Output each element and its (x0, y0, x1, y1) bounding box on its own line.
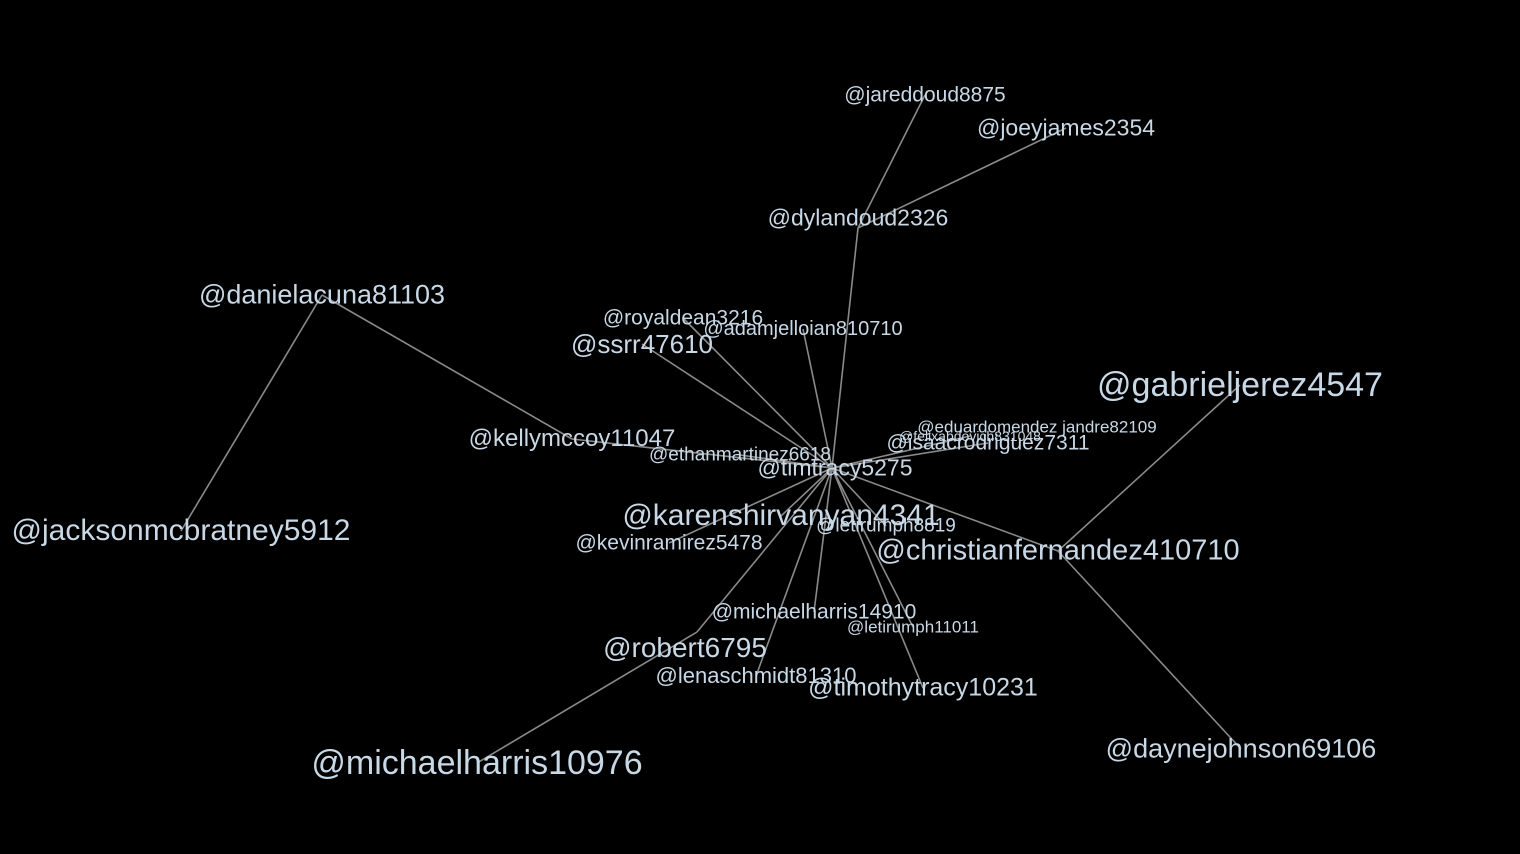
node-dylandoud2326[interactable]: @dylandoud2326 (767, 204, 949, 231)
node-jacksonmcbratney5912[interactable]: @jacksonmcbratney5912 (11, 514, 351, 547)
edge-robert6795-timtracy5275 (696, 467, 833, 633)
edge-lenaschmidt81310-timtracy5275 (755, 467, 833, 677)
edge-felixpartial-timtracy5275 (831, 435, 971, 469)
node-daynejohnson69106[interactable]: @daynejohnson69106 (1105, 733, 1377, 764)
edge-danielacuna81103-kellymccoy11047 (321, 294, 573, 440)
node-michaelharris10976[interactable]: @michaelharris10976 (311, 744, 643, 782)
edge-kellymccoy11047-timtracy5275 (571, 438, 833, 469)
node-karenshirvanyan4341[interactable]: @karenshirvanyan4341 (622, 499, 940, 532)
edge-letirumph8819-timtracy5275 (831, 467, 887, 527)
edge-letirumph11011-timtracy5275 (831, 467, 914, 628)
node-christianfernandez410710[interactable]: @christianfernandez410710 (876, 534, 1240, 567)
edge-ethanmartinez6618-timtracy5275 (739, 454, 833, 469)
edge-isaacrodriguez7311-timtracy5275 (831, 442, 989, 469)
edge-danielacuna81103-jacksonmcbratney5912 (180, 294, 323, 532)
node-royaldean3216[interactable]: @royaldean3216 (602, 306, 764, 330)
edge-michaelharris14910-timtracy5275 (813, 467, 833, 613)
edge-adamjelloian810710-timtracy5275 (802, 328, 833, 469)
node-robert6795[interactable]: @robert6795 (603, 632, 767, 663)
node-kellymccoy11047[interactable]: @kellymccoy11047 (468, 425, 676, 452)
node-lenaschmidt81310[interactable]: @lenaschmidt81310 (655, 663, 857, 688)
node-ssrr47610[interactable]: @ssrr47610 (570, 329, 714, 359)
edge-timothytracy10231-timtracy5275 (831, 467, 924, 689)
node-gabrieljerez4547[interactable]: @gabrieljerez4547 (1097, 366, 1383, 404)
edge-christianfernandez410710-timtracy5275 (831, 467, 1059, 552)
node-ethanmartinez6618[interactable]: @ethanmartinez6618 (649, 444, 831, 466)
edge-dylandoud2326-timtracy5275 (831, 227, 859, 469)
edge-joeyjames2354-dylandoud2326 (857, 127, 1067, 229)
node-michaelharris14910[interactable]: @michaelharris14910 (711, 600, 917, 624)
node-danielacuna81103[interactable]: @danielacuna81103 (198, 279, 446, 310)
edge-michaelharris10976-robert6795 (476, 631, 698, 764)
node-eduardomendez[interactable]: @eduardomendez jandre82109 (917, 417, 1157, 437)
node-letirumph11011[interactable]: @letirumph11011 (847, 617, 979, 637)
node-isaacrodriguez7311[interactable]: @isaacrodriguez7311 (886, 431, 1090, 455)
edge-karenshirvanyan4341-timtracy5275 (780, 467, 833, 517)
edge-jareddoud8875-dylandoud2326 (857, 94, 926, 229)
edge-daynejohnson69106-christianfernandez410710 (1057, 550, 1242, 750)
edge-royaldean3216-timtracy5275 (682, 317, 833, 469)
edge-kevinramirez5478-timtracy5275 (668, 467, 833, 544)
node-jareddoud8875[interactable]: @jareddoud8875 (844, 83, 1006, 107)
node-timtracy5275[interactable]: @timtracy5275 (757, 454, 913, 481)
node-adamjelloian810710[interactable]: @adamjelloian810710 (703, 318, 903, 340)
node-kevinramirez5478[interactable]: @kevinramirez5478 (575, 531, 763, 555)
node-letirumph8819[interactable]: @letirumph8819 (816, 515, 956, 537)
node-timothytracy10231[interactable]: @timothytracy10231 (808, 673, 1038, 702)
edge-gabrieljerez4547-christianfernandez410710 (1057, 384, 1241, 552)
node-felixpartial[interactable]: @felixabdovich831048 (899, 428, 1041, 444)
node-joeyjames2354[interactable]: @joeyjames2354 (976, 114, 1156, 141)
edge-ssrr47610-timtracy5275 (641, 343, 833, 469)
